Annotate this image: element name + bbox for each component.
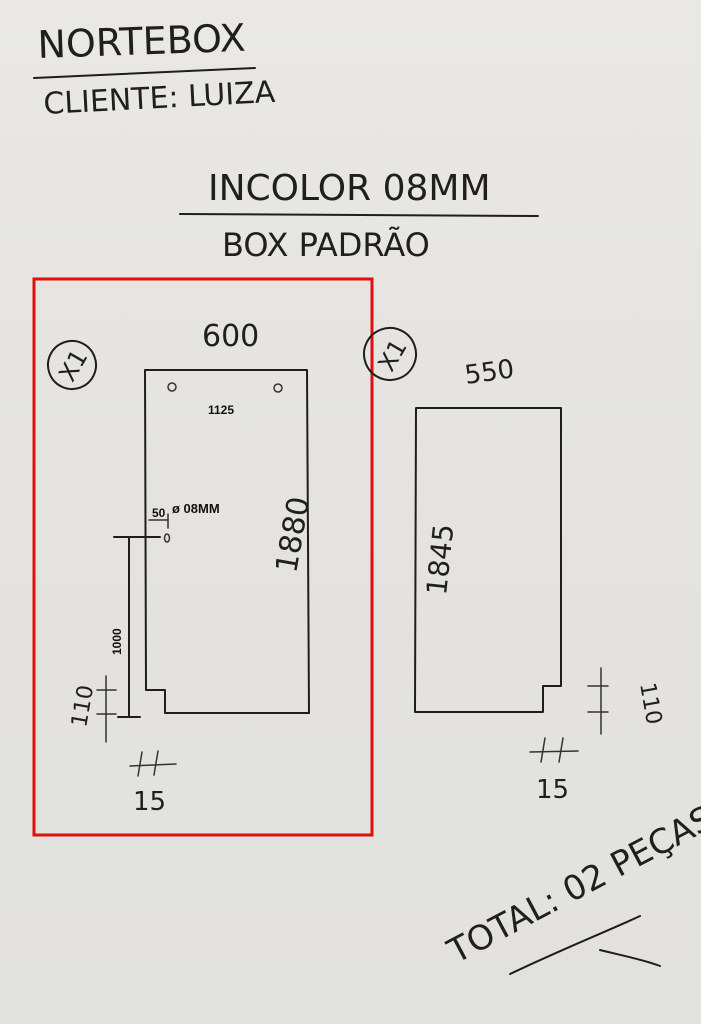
hole-height: 1000 — [110, 628, 124, 655]
width-right: 550 — [463, 354, 516, 391]
quantity-right: X1 — [373, 335, 413, 376]
glass-spec: INCOLOR 08MM — [208, 168, 491, 209]
notch-width-left: 15 — [133, 787, 166, 817]
notch-width-right: 15 — [536, 775, 569, 805]
quantity-circle-left — [47, 340, 97, 390]
notch-width-line-left — [129, 763, 177, 767]
spec-underline — [179, 213, 539, 217]
piece-left: X1 600 1125 1880 50 ø 08MM 1000 110 15 — [47, 319, 317, 817]
notch-width-tick-1 — [137, 751, 143, 777]
glass-outline-right — [414, 407, 562, 713]
quantity-circle-right — [363, 327, 417, 381]
notch-width-tick-2 — [153, 750, 159, 776]
height-left: 1880 — [269, 494, 317, 575]
top-label-left: 1125 — [208, 403, 234, 417]
company-name: NORTEBOX — [37, 16, 247, 67]
highlight-frame — [32, 277, 374, 837]
header-underline — [33, 67, 256, 79]
door-hole — [163, 533, 171, 543]
notch-width-tick-r2 — [558, 737, 564, 763]
glass-outline-left — [144, 369, 310, 714]
total-underline — [509, 915, 661, 975]
hole-diameter: ø 08MM — [172, 501, 220, 516]
box-model: BOX PADRÃO — [222, 226, 430, 264]
width-left: 600 — [202, 319, 259, 354]
mounting-hole-1 — [167, 382, 177, 392]
client-name: CLIENTE: LUIZA — [43, 75, 277, 122]
piece-right: X1 550 1845 110 15 — [363, 327, 666, 805]
mounting-hole-2 — [273, 383, 283, 393]
hole-offset: 50 — [152, 506, 166, 520]
height-right: 1845 — [420, 522, 460, 596]
notch-height-right: 110 — [634, 681, 666, 727]
notch-width-line-right — [529, 750, 579, 753]
notch-height-left: 110 — [67, 683, 99, 729]
quantity-left: X1 — [53, 345, 93, 386]
notch-width-tick-r1 — [540, 737, 546, 763]
